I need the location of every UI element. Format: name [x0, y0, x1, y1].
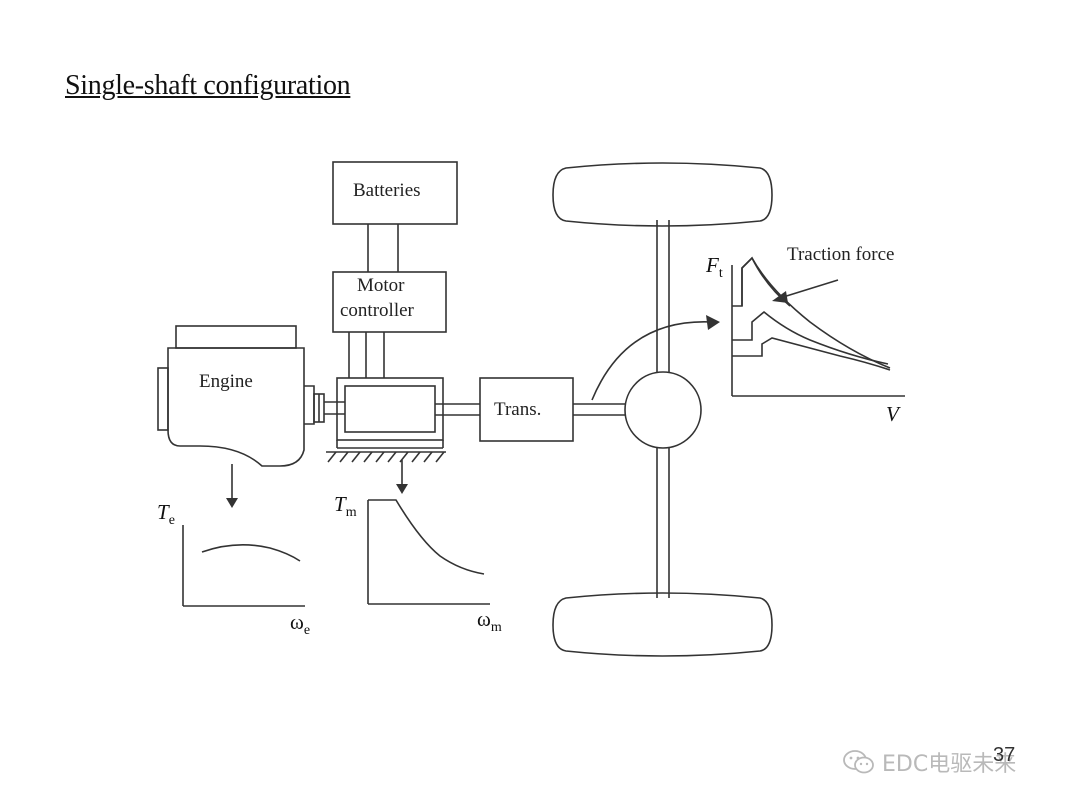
motor-inner: [344, 385, 436, 433]
traction-x-label: V: [886, 402, 899, 426]
diff-to-traction-arrow: [591, 321, 713, 401]
transmission-label: Trans.: [494, 399, 542, 420]
traction-gear-3: [732, 337, 891, 371]
traction-y-label: Ft: [706, 253, 723, 282]
engine-torque-plot: [182, 525, 305, 607]
engine-label: Engine: [199, 371, 253, 392]
batteries-box: [332, 161, 458, 225]
traction-pointer-head: [772, 291, 788, 303]
engine-top-plate: [175, 325, 297, 349]
engine-side-plate: [157, 367, 169, 431]
motor-controller-box: [332, 271, 447, 333]
traction-force-label: Traction force: [787, 244, 895, 265]
traction-force-pointer: [779, 279, 839, 299]
wheel-bottom: [552, 592, 773, 657]
motor-torque-plot: [367, 499, 490, 605]
engine-speed-x-label: ωe: [290, 610, 311, 639]
traction-gear-2: [732, 310, 889, 365]
engine-body: [167, 347, 305, 467]
transmission-box: [479, 377, 574, 442]
engine-torque-y-label: Te: [157, 500, 175, 529]
motor-torque-y-label: Tm: [334, 492, 357, 521]
engine-torque-curve: [201, 544, 301, 562]
motor-outer: [336, 377, 444, 441]
motor-arrow-head: [396, 484, 408, 494]
motor-torque-curve: [368, 499, 485, 575]
motor-speed-x-label: ωm: [477, 607, 502, 636]
differential: [624, 371, 702, 449]
ground-hatch: [327, 451, 445, 463]
engine-arrow-head: [226, 498, 238, 508]
watermark: EDC电驱未来: [842, 746, 1016, 778]
motor-controller-label-1: Motor: [357, 275, 405, 296]
wechat-icon: [843, 750, 874, 774]
page-title: Single-shaft configuration: [65, 70, 351, 101]
batteries-label: Batteries: [353, 180, 421, 201]
motor-controller-label-2: controller: [340, 300, 414, 321]
page-number: 37: [993, 744, 1016, 766]
engine-flange: [304, 385, 315, 425]
diff-arrow-head: [706, 315, 720, 330]
watermark-text: EDC电驱未来: [882, 752, 1017, 777]
traction-plot: [731, 256, 905, 397]
wheel-top: [552, 162, 773, 227]
